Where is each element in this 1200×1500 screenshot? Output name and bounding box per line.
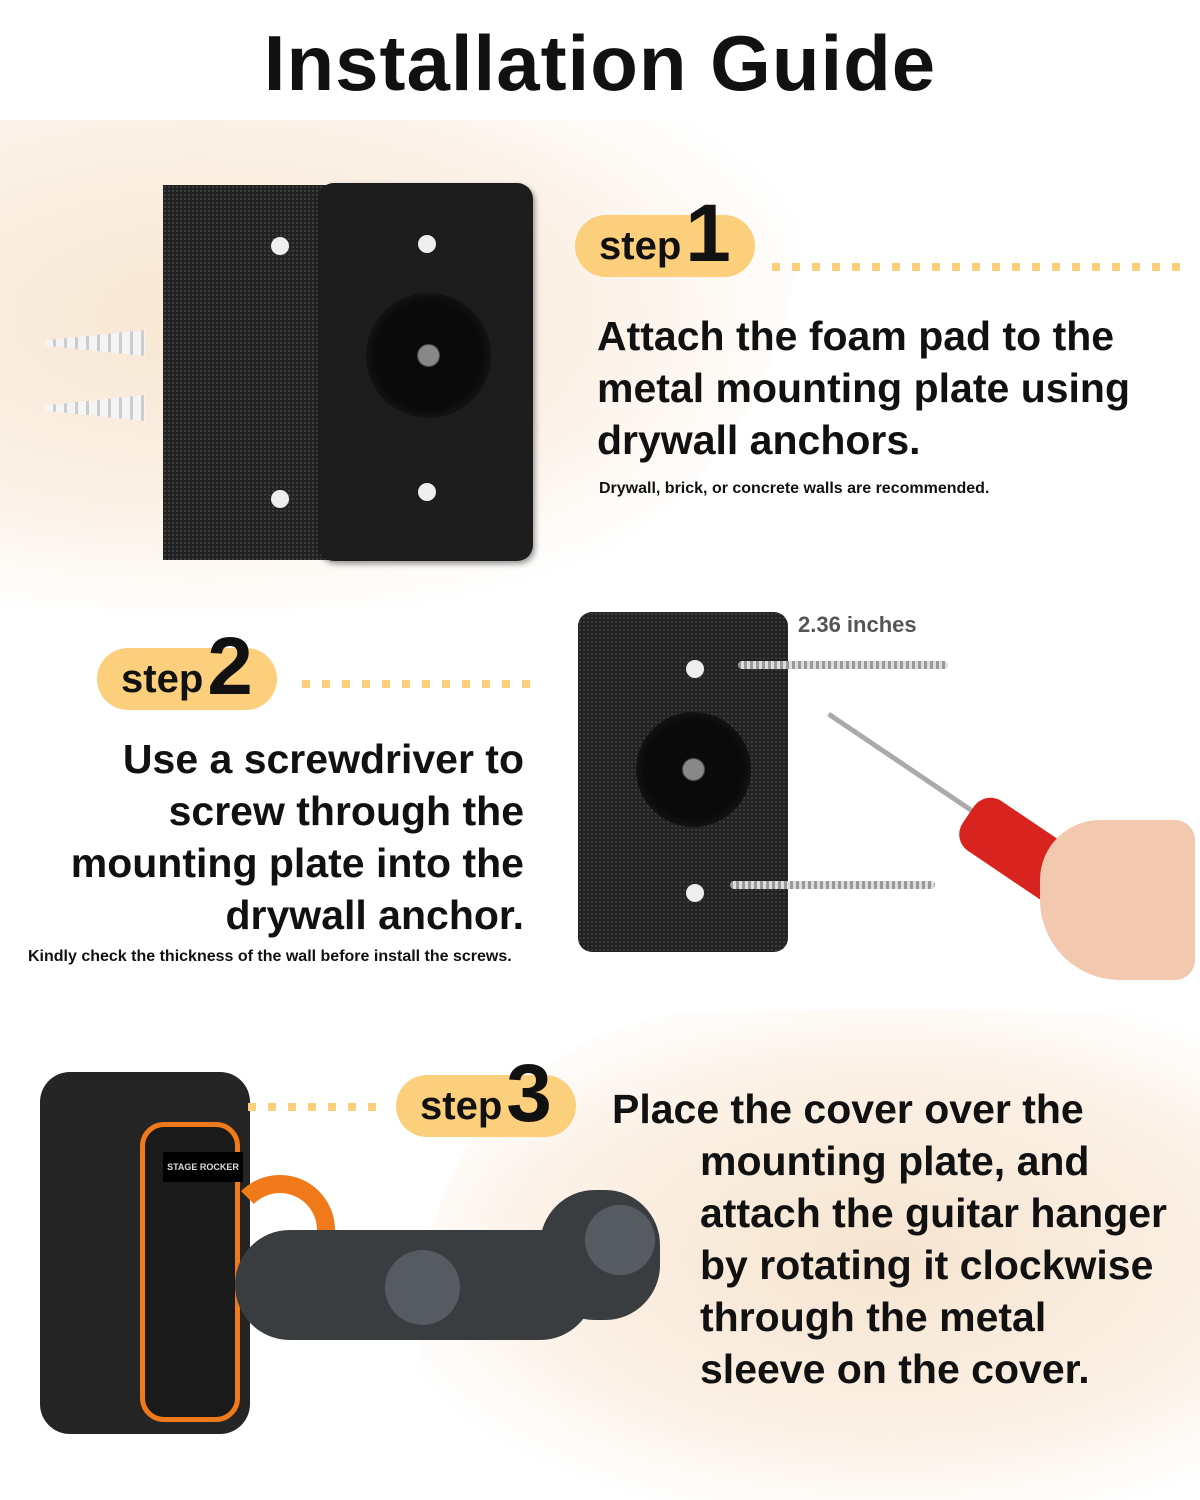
step-number: 1	[685, 188, 731, 279]
step1-note: Drywall, brick, or concrete walls are re…	[599, 480, 990, 497]
hanger-tip	[585, 1205, 655, 1275]
screw	[730, 881, 935, 889]
hand	[1040, 820, 1195, 980]
step-word: step	[599, 224, 682, 268]
step-number: 2	[207, 621, 253, 712]
step3-text-content: Place the cover over the mounting plate,…	[612, 1086, 1168, 1392]
screw-hole	[418, 483, 436, 501]
screw-hole	[271, 237, 289, 255]
step2-note: Kindly check the thickness of the wall b…	[28, 948, 512, 965]
dotted-line	[248, 1103, 388, 1111]
plate-boss	[636, 712, 751, 827]
dotted-line	[302, 680, 542, 688]
step-number: 3	[506, 1048, 552, 1139]
step1-text: Attach the foam pad to the metal mountin…	[597, 313, 1131, 463]
hanger-cover: STAGE ROCKER	[40, 1072, 250, 1434]
step3-text: Place the cover over the mounting plate,…	[612, 1083, 1172, 1395]
step2-text: Use a screwdriver to screw through the m…	[70, 736, 524, 938]
foam-pad	[163, 185, 338, 560]
mounting-plate	[318, 183, 533, 561]
hanger-tip	[385, 1250, 460, 1325]
screw-length-label: 2.36 inches	[798, 612, 917, 637]
page-title: Installation Guide	[263, 19, 937, 107]
screw	[738, 661, 948, 669]
step-word: step	[420, 1084, 503, 1128]
screw-hole	[271, 490, 289, 508]
step-word: step	[121, 657, 204, 701]
screw-hole	[686, 660, 704, 678]
screw-hole	[418, 235, 436, 253]
brand-logo: STAGE ROCKER	[163, 1152, 243, 1182]
dotted-line	[772, 263, 1182, 271]
plate-boss	[366, 293, 491, 418]
screw-hole	[686, 884, 704, 902]
